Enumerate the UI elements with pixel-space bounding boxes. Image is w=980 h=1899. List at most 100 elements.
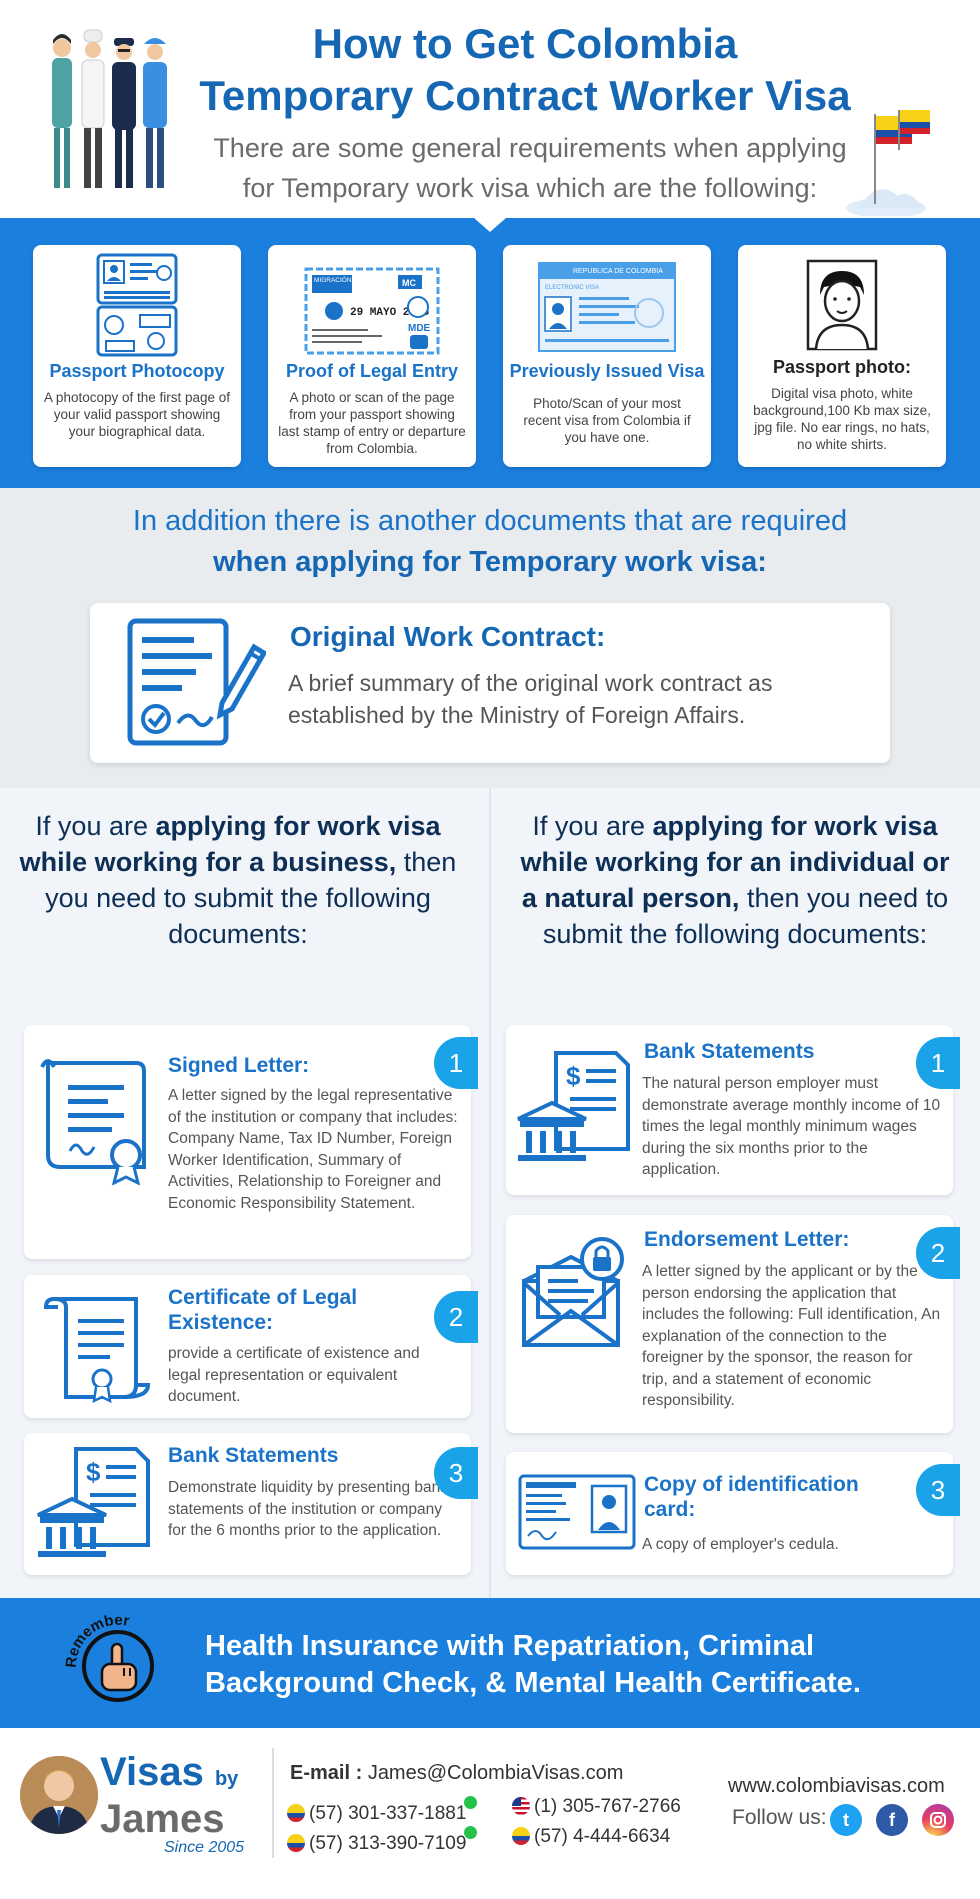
subtitle-line-2: for Temporary work visa which are the fo… (242, 173, 818, 203)
doc-desc: Demonstrate liquidity by presenting bank… (168, 1479, 449, 1539)
workers-illustration-icon (52, 29, 167, 188)
bank-icon: $ (517, 1051, 630, 1161)
colombia-flag-icon (512, 1827, 530, 1845)
doc-number-badge: 1 (916, 1037, 960, 1089)
website-link[interactable]: www.colombiavisas.com (728, 1775, 945, 1797)
requirement-desc: A photocopy of the first page of your va… (43, 390, 231, 439)
doc-title: Bank Statements (644, 1040, 815, 1063)
individual-column-heading: If you are applying for work visa while … (520, 808, 950, 952)
doc-title: Copy of identification card: (644, 1473, 859, 1521)
doc-desc: A copy of employer's cedula. (642, 1536, 839, 1553)
requirement-desc: A photo or scan of the page from your pa… (278, 390, 466, 456)
doc-title: Certificate of Legal Existence: (168, 1286, 358, 1334)
doc-desc: A letter signed by the legal representat… (168, 1087, 458, 1212)
phone-number: (57) 4-444-6634 (534, 1826, 671, 1847)
contract-icon (127, 618, 266, 746)
subtitle-line-1: There are some general requirements when… (213, 133, 847, 163)
heading-pre: If you are (35, 811, 156, 841)
passport-icon (96, 253, 178, 357)
phone-usa[interactable]: (1) 305-767-2766 (512, 1796, 681, 1818)
doc-desc: The natural person employer must demonst… (642, 1075, 941, 1178)
footer (0, 1728, 980, 1899)
heading-post: then you need to submit the following do… (45, 847, 457, 949)
certificate-icon (44, 1296, 151, 1404)
requirement-title: Proof of Legal Entry (285, 361, 458, 381)
phone-colombia-mobile-1[interactable]: (57) 301-337-1881 (287, 1796, 478, 1825)
requirement-title: Passport photo: (773, 357, 911, 377)
brand-visas: Visas (100, 1750, 204, 1794)
heading-post: then you need to submit the following do… (542, 883, 949, 949)
stamp-migracion: MIGRACIÓN COLOMBIA (314, 275, 388, 284)
business-doc-bank-statements: $ Bank Statements Demonstrate liquidity … (24, 1433, 478, 1575)
whatsapp-icon (464, 1796, 478, 1809)
column-divider (489, 788, 491, 1598)
instagram-icon[interactable] (922, 1804, 954, 1836)
requirement-card-passport-photo: Passport photo: Digital visa photo, whit… (738, 245, 946, 467)
requirement-desc: Digital visa photo, white background,100… (753, 386, 931, 452)
doc-title: Endorsement Letter: (644, 1228, 850, 1251)
remember-band (0, 1598, 980, 1728)
doc-number-badge: 3 (434, 1447, 478, 1499)
phone-number: (1) 305-767-2766 (534, 1796, 681, 1817)
band-notch (474, 218, 506, 232)
business-doc-signed-letter: Signed Letter: A letter signed by the le… (24, 1025, 478, 1259)
doc-number-badge: 2 (434, 1291, 478, 1343)
requirement-title: Passport Photocopy (49, 361, 225, 381)
twitter-icon[interactable]: t (830, 1804, 862, 1836)
svg-text:$: $ (86, 1457, 101, 1487)
doc-desc: A letter signed by the applicant or by t… (642, 1263, 941, 1409)
brand-by: by (214, 1768, 239, 1790)
entry-stamp-icon: MIGRACIÓN COLOMBIA MC 29 MAYO 2015 MDE (304, 267, 440, 355)
visa-card-label: ELECTRONIC VISA (545, 285, 599, 291)
page-subtitle: There are some general requirements when… (190, 128, 870, 208)
requirement-card-passport-photocopy: Passport Photocopy A photocopy of the fi… (33, 245, 241, 467)
doc-title: Bank Statements (168, 1444, 339, 1467)
doc-title: Signed Letter: (168, 1054, 310, 1077)
remember-text: Health Insurance with Repatriation, Crim… (205, 1630, 861, 1699)
remember-hand-icon: Remember (63, 1612, 154, 1702)
phone-number: (57) 313-390-7109 (309, 1833, 467, 1854)
stamp-mc: MC (402, 278, 416, 288)
brand-james: James (100, 1797, 225, 1841)
heading-pre: If you are (532, 811, 653, 841)
individual-doc-bank-statements: $ Bank Statements The natural person emp… (506, 1025, 960, 1195)
facebook-icon[interactable]: f (876, 1804, 908, 1836)
letter-icon (40, 1059, 146, 1185)
id-card-icon (518, 1474, 636, 1550)
additional-heading-line-2: when applying for Temporary work visa: (213, 546, 767, 578)
business-doc-certificate: Certificate of Legal Existence: provide … (24, 1275, 478, 1418)
contract-desc: A brief summary of the original work con… (288, 670, 773, 728)
additional-heading-line-1: In addition there is another documents t… (132, 505, 848, 537)
requirement-card-previous-visa: REPUBLICA DE COLOMBIA ELECTRONIC VISA Pr… (503, 245, 711, 467)
email-line: E-mail : James@ColombiaVisas.com (290, 1762, 623, 1785)
phone-number: (57) 301-337-1881 (309, 1803, 467, 1824)
colombia-flag-icon (287, 1804, 305, 1822)
doc-number-badge: 3 (916, 1464, 960, 1516)
bank-icon: $ (37, 1447, 150, 1557)
requirement-card-proof-of-entry: MIGRACIÓN COLOMBIA MC 29 MAYO 2015 MDE P… (268, 245, 476, 467)
envelope-lock-icon (522, 1237, 624, 1347)
contract-title: Original Work Contract: (290, 621, 606, 652)
requirement-title: Previously Issued Visa (509, 361, 705, 381)
doc-number-badge: 1 (434, 1037, 478, 1089)
footer-divider (272, 1748, 274, 1858)
heading-bold: applying for work visa while working for… (19, 811, 441, 877)
page-title: How to Get Colombia Temporary Contract W… (180, 18, 870, 122)
avatar (20, 1756, 98, 1834)
requirement-desc: Photo/Scan of your most recent visa from… (523, 396, 691, 445)
email-label: E-mail : (290, 1762, 363, 1784)
individual-doc-endorsement-letter: Endorsement Letter: A letter signed by t… (506, 1215, 960, 1433)
colombia-flag-icon (846, 110, 930, 216)
business-column-heading: If you are applying for work visa while … (18, 808, 458, 952)
individual-doc-id-card: Copy of identification card: A copy of e… (506, 1452, 960, 1575)
email-link[interactable]: James@ColombiaVisas.com (367, 1762, 624, 1784)
title-line-1: How to Get Colombia (312, 20, 738, 67)
brand-since: Since 2005 (164, 1839, 245, 1856)
phone-colombia-mobile-2[interactable]: (57) 313-390-7109 (287, 1826, 478, 1855)
face-icon (806, 259, 878, 351)
phone-colombia-landline[interactable]: (57) 4-444-6634 (512, 1826, 670, 1848)
doc-number-badge: 2 (916, 1227, 960, 1279)
visa-icon: REPUBLICA DE COLOMBIA ELECTRONIC VISA (538, 262, 676, 352)
heading-bold: applying for work visa while working for… (520, 811, 950, 913)
title-line-2: Temporary Contract Worker Visa (199, 72, 851, 119)
